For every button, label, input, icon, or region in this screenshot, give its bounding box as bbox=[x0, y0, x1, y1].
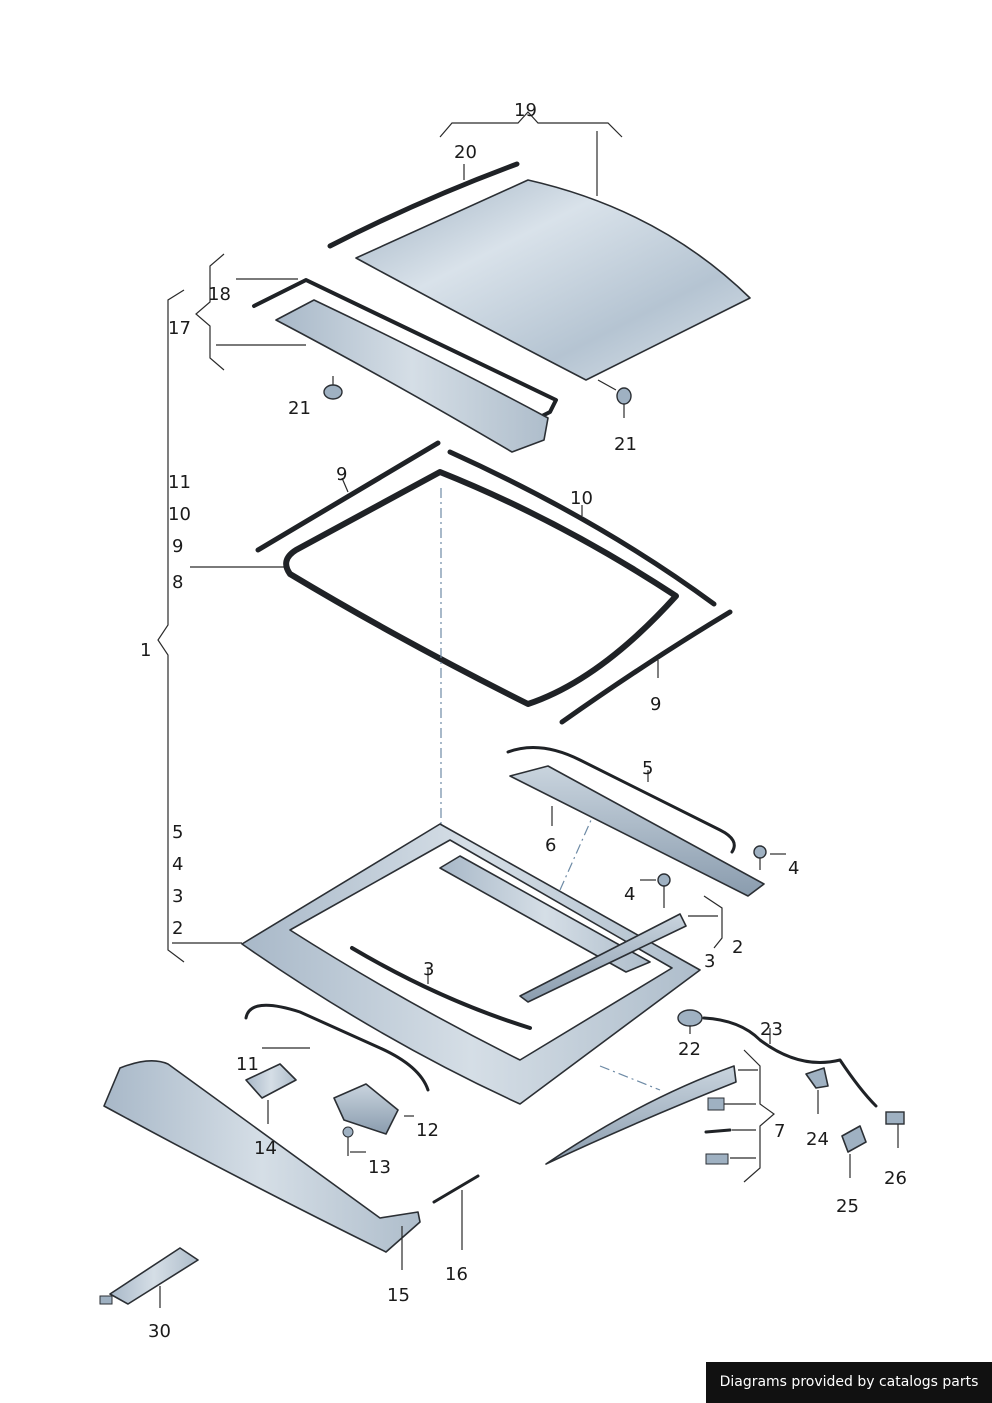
label-13: 13 bbox=[368, 1157, 391, 1178]
label-15: 15 bbox=[387, 1285, 410, 1306]
label-26: 26 bbox=[884, 1168, 907, 1189]
label-23: 23 bbox=[760, 1019, 783, 1040]
label-4-upper: 4 bbox=[788, 858, 799, 879]
part-9-strip-lower bbox=[559, 609, 733, 725]
part-25-bracket bbox=[841, 1125, 867, 1178]
part-21-nut-right bbox=[597, 379, 632, 418]
label-10-right: 10 bbox=[570, 488, 593, 509]
part-26-connector bbox=[885, 1111, 905, 1148]
part-13-screw bbox=[342, 1126, 366, 1156]
part-6-roller-blind bbox=[509, 765, 765, 897]
part-16-spring bbox=[432, 1174, 480, 1204]
part-21-nut-left bbox=[323, 376, 343, 400]
part-14-control-unit bbox=[245, 1063, 297, 1124]
bracket-19 bbox=[439, 111, 623, 138]
label-16: 16 bbox=[445, 1264, 468, 1285]
part-7-clips bbox=[704, 1097, 756, 1165]
label-5-bracket: 5 bbox=[172, 822, 183, 843]
label-10-bracket: 10 bbox=[168, 504, 191, 525]
label-9-lower: 9 bbox=[650, 694, 661, 715]
part-12-motor bbox=[333, 1083, 414, 1135]
label-5-cable: 5 bbox=[642, 758, 653, 779]
part-18-seal bbox=[252, 278, 558, 430]
label-21-left: 21 bbox=[288, 398, 311, 419]
part-11-harness bbox=[244, 1003, 430, 1092]
left-bracket-group bbox=[157, 253, 306, 963]
part-3-frame-seal bbox=[350, 946, 532, 1030]
label-30: 30 bbox=[148, 1321, 171, 1342]
label-18: 18 bbox=[208, 284, 231, 305]
part-4-screw-right bbox=[753, 845, 786, 870]
label-11-harness: 11 bbox=[236, 1054, 259, 1075]
part-24-clip bbox=[805, 1067, 829, 1114]
label-17: 17 bbox=[168, 318, 191, 339]
part-10-strip bbox=[447, 449, 717, 607]
label-4-lower: 4 bbox=[624, 884, 635, 905]
label-20: 20 bbox=[454, 142, 477, 163]
part-2-guide-rail bbox=[519, 913, 687, 1003]
part-4-screw-left bbox=[640, 873, 671, 908]
label-9-bracket: 9 bbox=[172, 536, 183, 557]
label-4-bracket: 4 bbox=[172, 854, 183, 875]
label-3-bracket: 3 bbox=[172, 886, 183, 907]
label-7: 7 bbox=[774, 1121, 785, 1142]
part-5-cable bbox=[506, 746, 736, 854]
part-30-tube bbox=[99, 1247, 199, 1308]
label-9-top: 9 bbox=[336, 464, 347, 485]
part-8-frame-seal bbox=[283, 469, 679, 707]
label-2-rail: 2 bbox=[732, 937, 743, 958]
label-2-bracket: 2 bbox=[172, 918, 183, 939]
label-3-rail: 3 bbox=[704, 951, 715, 972]
part-22-drain-valve bbox=[677, 1009, 703, 1034]
part-17-sunshade bbox=[275, 299, 549, 453]
label-22: 22 bbox=[678, 1039, 701, 1060]
label-21-right: 21 bbox=[614, 434, 637, 455]
label-8-bracket: 8 bbox=[172, 572, 183, 593]
part-19-glass-panel bbox=[355, 179, 751, 381]
part-7-trim-strip bbox=[545, 1065, 737, 1165]
part-15-channel bbox=[103, 1060, 421, 1253]
credit-banner: Diagrams provided by catalogs parts bbox=[706, 1362, 992, 1403]
part-9-strip-top bbox=[255, 440, 441, 553]
label-19: 19 bbox=[514, 100, 537, 121]
label-11-bracket: 11 bbox=[168, 472, 191, 493]
part-20-seal bbox=[327, 161, 520, 249]
part-23-drain-hose bbox=[702, 1016, 878, 1108]
label-3-frame: 3 bbox=[423, 959, 434, 980]
label-25: 25 bbox=[836, 1196, 859, 1217]
label-24: 24 bbox=[806, 1129, 829, 1150]
label-6: 6 bbox=[545, 835, 556, 856]
label-14: 14 bbox=[254, 1138, 277, 1159]
label-1: 1 bbox=[140, 640, 151, 661]
label-12: 12 bbox=[416, 1120, 439, 1141]
